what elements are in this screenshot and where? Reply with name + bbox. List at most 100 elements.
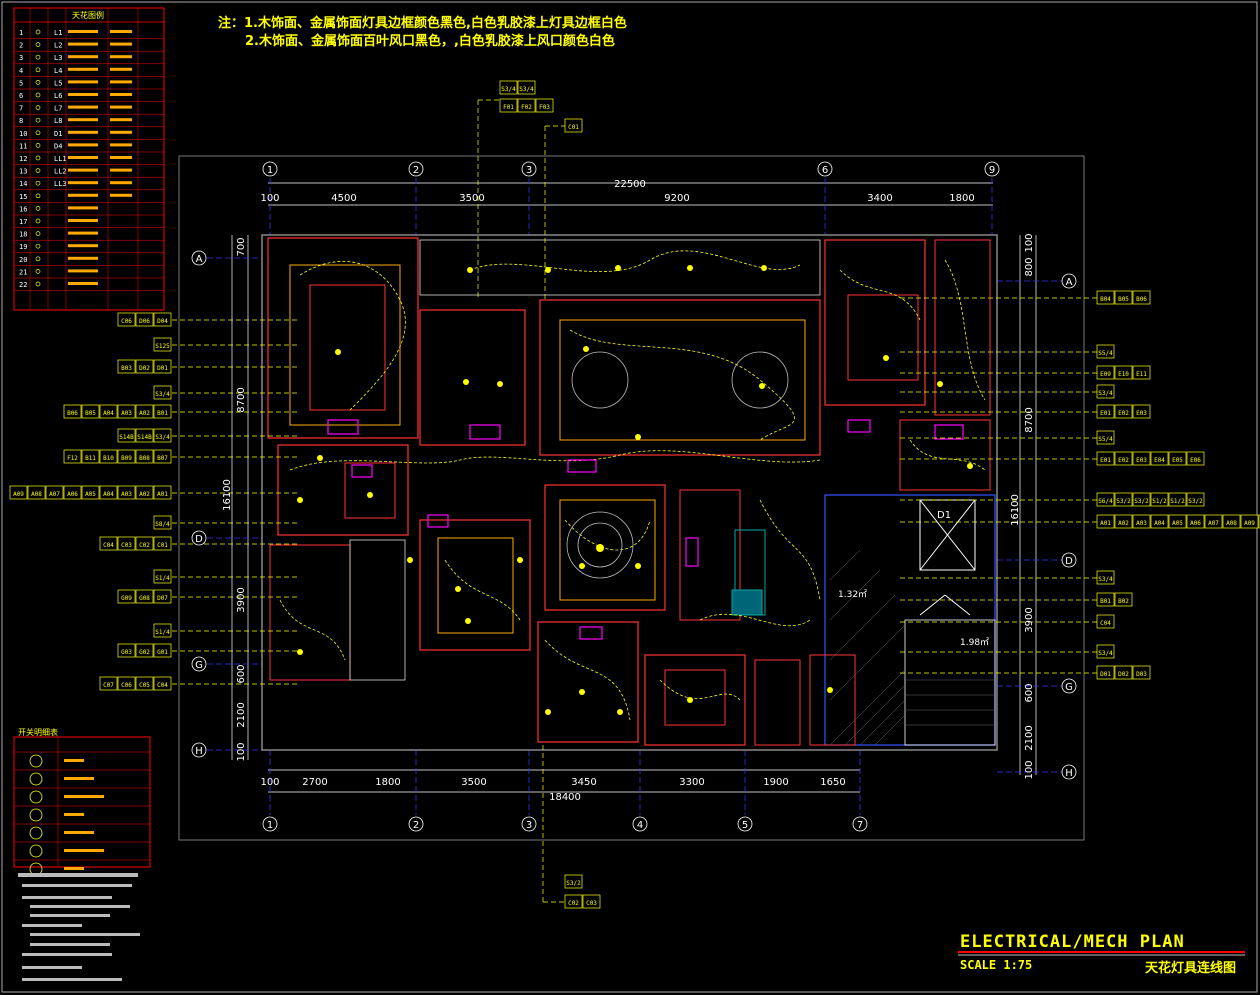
circuit-tag	[81, 449, 100, 464]
dimension-value: 3500	[461, 777, 486, 788]
legend-desc-bar	[68, 181, 98, 185]
grid-bubble-right	[1061, 273, 1077, 289]
circuit-tag	[1114, 365, 1133, 380]
switch-desc-bar	[64, 813, 84, 816]
switch-desc-bar	[64, 867, 84, 870]
switch-symbol-icon	[29, 826, 43, 840]
circuit-tag	[117, 428, 136, 443]
circuit-tag	[9, 485, 28, 500]
dimension-value: 16100	[222, 479, 233, 511]
circuit-tag-label: D06	[139, 318, 150, 325]
grid-bubble-left	[191, 530, 207, 546]
circuit-tag	[153, 359, 172, 374]
dimension-value: 100	[260, 193, 279, 204]
switch-desc-bar	[64, 777, 94, 780]
switch-symbol-icon	[29, 844, 43, 858]
legend-symbol-icon	[35, 143, 41, 148]
circuit-tag-label: S3/4	[1098, 650, 1113, 657]
circuit-tag	[135, 404, 154, 419]
legend-row-number: 6	[19, 92, 23, 100]
circuit-tag-label: S5/4	[1098, 436, 1113, 443]
legend-desc-bar	[68, 143, 98, 147]
circuit-tag-label: A01	[157, 491, 168, 498]
legend-symbol-icon	[35, 130, 41, 136]
circuit-tag	[1132, 492, 1151, 507]
grid-bubble-top-label: 1	[267, 165, 273, 176]
circuit-tag	[564, 894, 583, 909]
legend-desc-bar	[68, 80, 98, 84]
circuit-tag	[99, 404, 118, 419]
legend-row-code: L8	[54, 117, 62, 125]
legend-row-number: 5	[19, 79, 23, 87]
circuit-tag	[135, 312, 154, 327]
circuit-tag	[1096, 514, 1115, 529]
dimension-value: 1800	[949, 193, 974, 204]
legend-spec-bar	[110, 156, 132, 159]
circuit-tag	[135, 536, 154, 551]
circuit-tag-label: E01	[1100, 410, 1111, 417]
light-fixtures	[297, 265, 973, 715]
circuit-tag-label: S3/2	[1188, 498, 1203, 505]
circuit-tag-label: S1/2	[1170, 498, 1185, 505]
room-label-d1: D1	[937, 510, 951, 521]
circuit-tag	[1168, 514, 1187, 529]
circuit-tag-label: E03	[1136, 457, 1147, 464]
grid-bubble-top	[521, 161, 537, 177]
circuit-tag-label: C03	[121, 542, 132, 549]
legend-symbol-icon	[35, 117, 41, 123]
grid-bubble-bottom-label: 2	[413, 820, 419, 831]
legend-row-number: 3	[19, 54, 23, 62]
dimension-value: 100	[1024, 233, 1035, 252]
circuit-tag-label: S3/2	[1116, 498, 1131, 505]
grid-bubble-bottom	[262, 816, 278, 832]
circuit-tag	[1132, 290, 1151, 305]
legend-symbol-icon	[35, 281, 41, 287]
circuit-tag	[1150, 514, 1169, 529]
dimension-value: 22500	[614, 179, 646, 190]
circuit-tag-label: E01	[1100, 457, 1111, 464]
legend-desc-bar	[68, 30, 98, 33]
dimension-value: 600	[1024, 683, 1035, 702]
legend-spec-bar	[110, 143, 132, 147]
circuit-tag-label: A07	[49, 491, 60, 498]
circuit-tag	[99, 536, 118, 551]
dimension-value: 16100	[1010, 494, 1021, 526]
switch-desc-bar	[64, 849, 104, 852]
legend-spec-bar	[110, 105, 132, 109]
legend-row-number: 14	[19, 180, 27, 188]
legend-spec-bar	[110, 42, 132, 46]
circuit-tag-label: S1/2	[1152, 498, 1167, 505]
circuit-tag	[27, 485, 46, 500]
circuit-tag-label: B09	[121, 455, 132, 462]
grid-bubble-top	[984, 161, 1000, 177]
legend-desc-bar	[68, 118, 98, 122]
legend-symbol-icon	[35, 92, 41, 98]
grid-bubble-bottom	[737, 816, 753, 832]
legend-desc-bar	[68, 219, 98, 222]
legend-row-number: 10	[19, 130, 27, 138]
switch-symbol-icon	[29, 754, 43, 768]
dimension-value: 700	[236, 237, 247, 256]
legend-symbol-icon	[35, 256, 41, 262]
circuit-tag-label: E06	[1190, 457, 1201, 464]
legend-desc-bar	[68, 55, 98, 59]
legend-symbol-icon	[35, 155, 41, 161]
circuit-tag	[153, 404, 172, 419]
legend-desc-bar	[68, 282, 98, 285]
circuit-tag	[1096, 644, 1115, 659]
dimension-value: 4500	[331, 193, 356, 204]
drawing-frame	[178, 155, 1085, 841]
legend-row-number: 8	[19, 117, 23, 125]
legend-desc-bar	[68, 206, 98, 210]
dimension-value: 600	[236, 664, 247, 683]
circuit-tag-label: E09	[1100, 371, 1111, 378]
grid-bubble-left	[191, 250, 207, 266]
circuit-tag	[117, 359, 136, 374]
grid-bubble-left	[191, 656, 207, 672]
grid-bubble-right-label: H	[1065, 768, 1073, 779]
circuit-tag-label: E11	[1136, 371, 1147, 378]
switch-panels	[327, 419, 964, 640]
grid-bubble-bottom	[852, 816, 868, 832]
circuit-tag	[153, 515, 172, 530]
circuit-tag	[135, 589, 154, 604]
